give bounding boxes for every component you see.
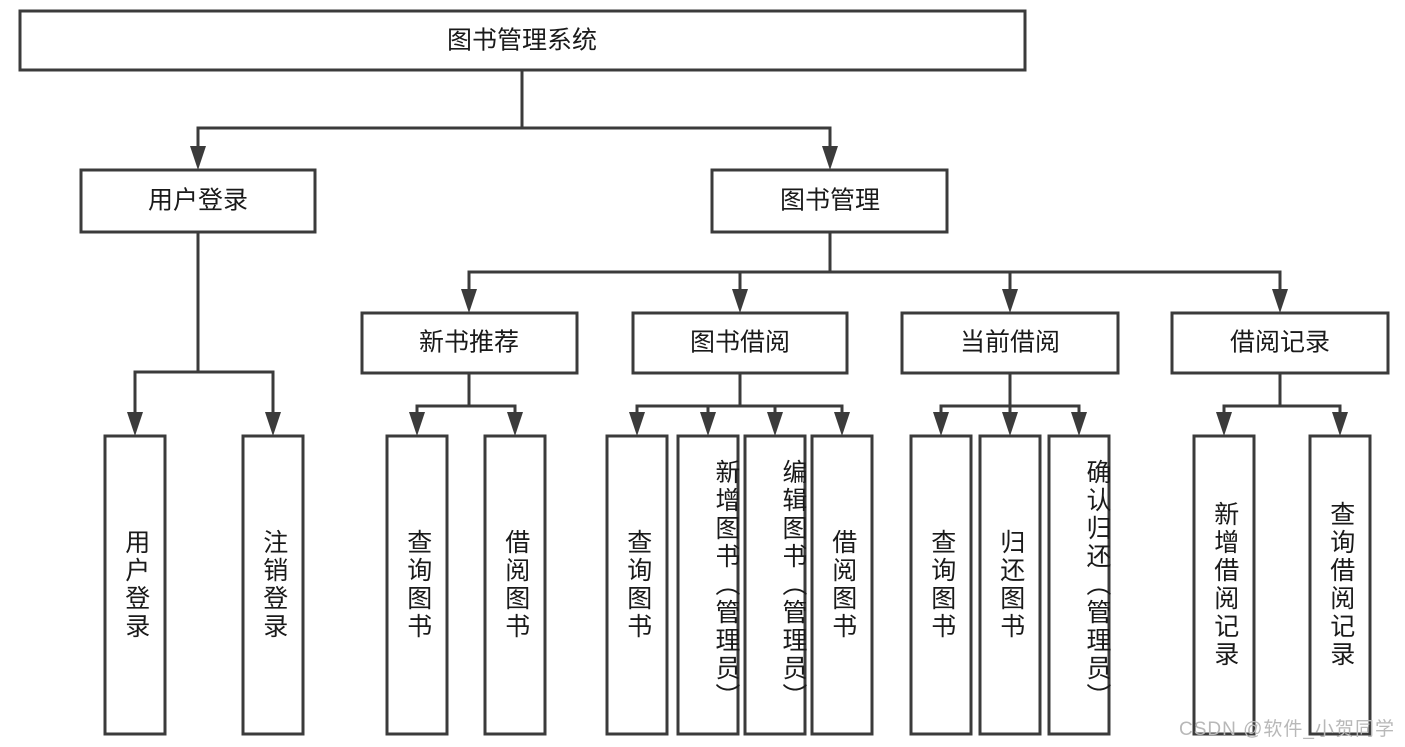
arrow-head-icon	[732, 289, 748, 313]
arrow-head-icon	[461, 289, 477, 313]
leaf-boxes-borrow-record	[1192, 434, 1372, 736]
connector-bookborrow-to-leaves	[629, 371, 850, 436]
connector-currentborrow-to-leaves	[933, 371, 1087, 436]
node-new-book-recommend[interactable]: 新书推荐	[360, 311, 579, 375]
node-borrow-record[interactable]: 借阅记录	[1170, 311, 1390, 375]
node-current-borrow-label: 当前借阅	[960, 329, 1060, 357]
leaf-box-book-borrow-0[interactable]	[605, 434, 669, 736]
leaf-boxes-book-borrow	[605, 434, 874, 736]
arrow-head-icon	[1216, 412, 1232, 436]
node-new-book-recommend-label: 新书推荐	[419, 329, 519, 357]
leaf-box-new-book-0[interactable]	[385, 434, 449, 736]
leaf-boxes-new-book	[385, 434, 547, 736]
node-book-borrow-label: 图书借阅	[690, 329, 790, 357]
leaf-box-current-borrow-2[interactable]	[1047, 434, 1111, 736]
arrow-head-icon	[1332, 412, 1348, 436]
watermark-text: CSDN @软件_小贺同学	[1179, 719, 1395, 740]
leaf-box-new-book-1[interactable]	[483, 434, 547, 736]
connector-userlogin-to-leaves	[127, 230, 281, 436]
leaf-box-current-borrow-1[interactable]	[978, 434, 1042, 736]
arrow-head-icon	[1071, 412, 1087, 436]
node-user-login-label: 用户登录	[148, 187, 248, 215]
arrow-head-icon	[190, 146, 206, 170]
arrow-head-icon	[507, 412, 523, 436]
leaf-box-borrow-record-1[interactable]	[1308, 434, 1372, 736]
leaf-boxes-user-login	[103, 434, 305, 736]
arrow-head-icon	[629, 412, 645, 436]
node-root-label: 图书管理系统	[447, 27, 597, 55]
arrow-head-icon	[1002, 289, 1018, 313]
leaf-boxes-current-borrow	[909, 434, 1111, 736]
arrow-head-icon	[265, 412, 281, 436]
arrow-head-icon	[700, 412, 716, 436]
leaf-box-user-login-0[interactable]	[103, 434, 167, 736]
arrow-head-icon	[409, 412, 425, 436]
arrow-head-icon	[1002, 412, 1018, 436]
arrow-head-icon	[834, 412, 850, 436]
node-current-borrow[interactable]: 当前借阅	[900, 311, 1120, 375]
leaf-box-current-borrow-0[interactable]	[909, 434, 973, 736]
arrow-head-icon	[822, 146, 838, 170]
arrow-head-icon	[1272, 289, 1288, 313]
leaf-box-borrow-record-0[interactable]	[1192, 434, 1256, 736]
arrow-head-icon	[767, 412, 783, 436]
leaf-box-user-login-1[interactable]	[241, 434, 305, 736]
arrow-head-icon	[127, 412, 143, 436]
node-root[interactable]: 图书管理系统	[18, 9, 1027, 72]
connector-root-to-level2	[190, 68, 838, 170]
node-book-management[interactable]: 图书管理	[710, 168, 949, 234]
node-book-management-label: 图书管理	[780, 187, 880, 215]
leaf-box-book-borrow-3[interactable]	[810, 434, 874, 736]
leaf-box-book-borrow-2[interactable]	[743, 434, 807, 736]
leaf-box-book-borrow-1[interactable]	[676, 434, 740, 736]
node-book-borrow[interactable]: 图书借阅	[631, 311, 849, 375]
node-user-login[interactable]: 用户登录	[79, 168, 317, 234]
connector-borrowrecord-to-leaves	[1216, 371, 1348, 436]
node-borrow-record-label: 借阅记录	[1230, 329, 1330, 357]
arrow-head-icon	[933, 412, 949, 436]
connector-bookmgmt-to-level3	[461, 230, 1288, 313]
connector-newbook-to-leaves	[409, 371, 523, 436]
